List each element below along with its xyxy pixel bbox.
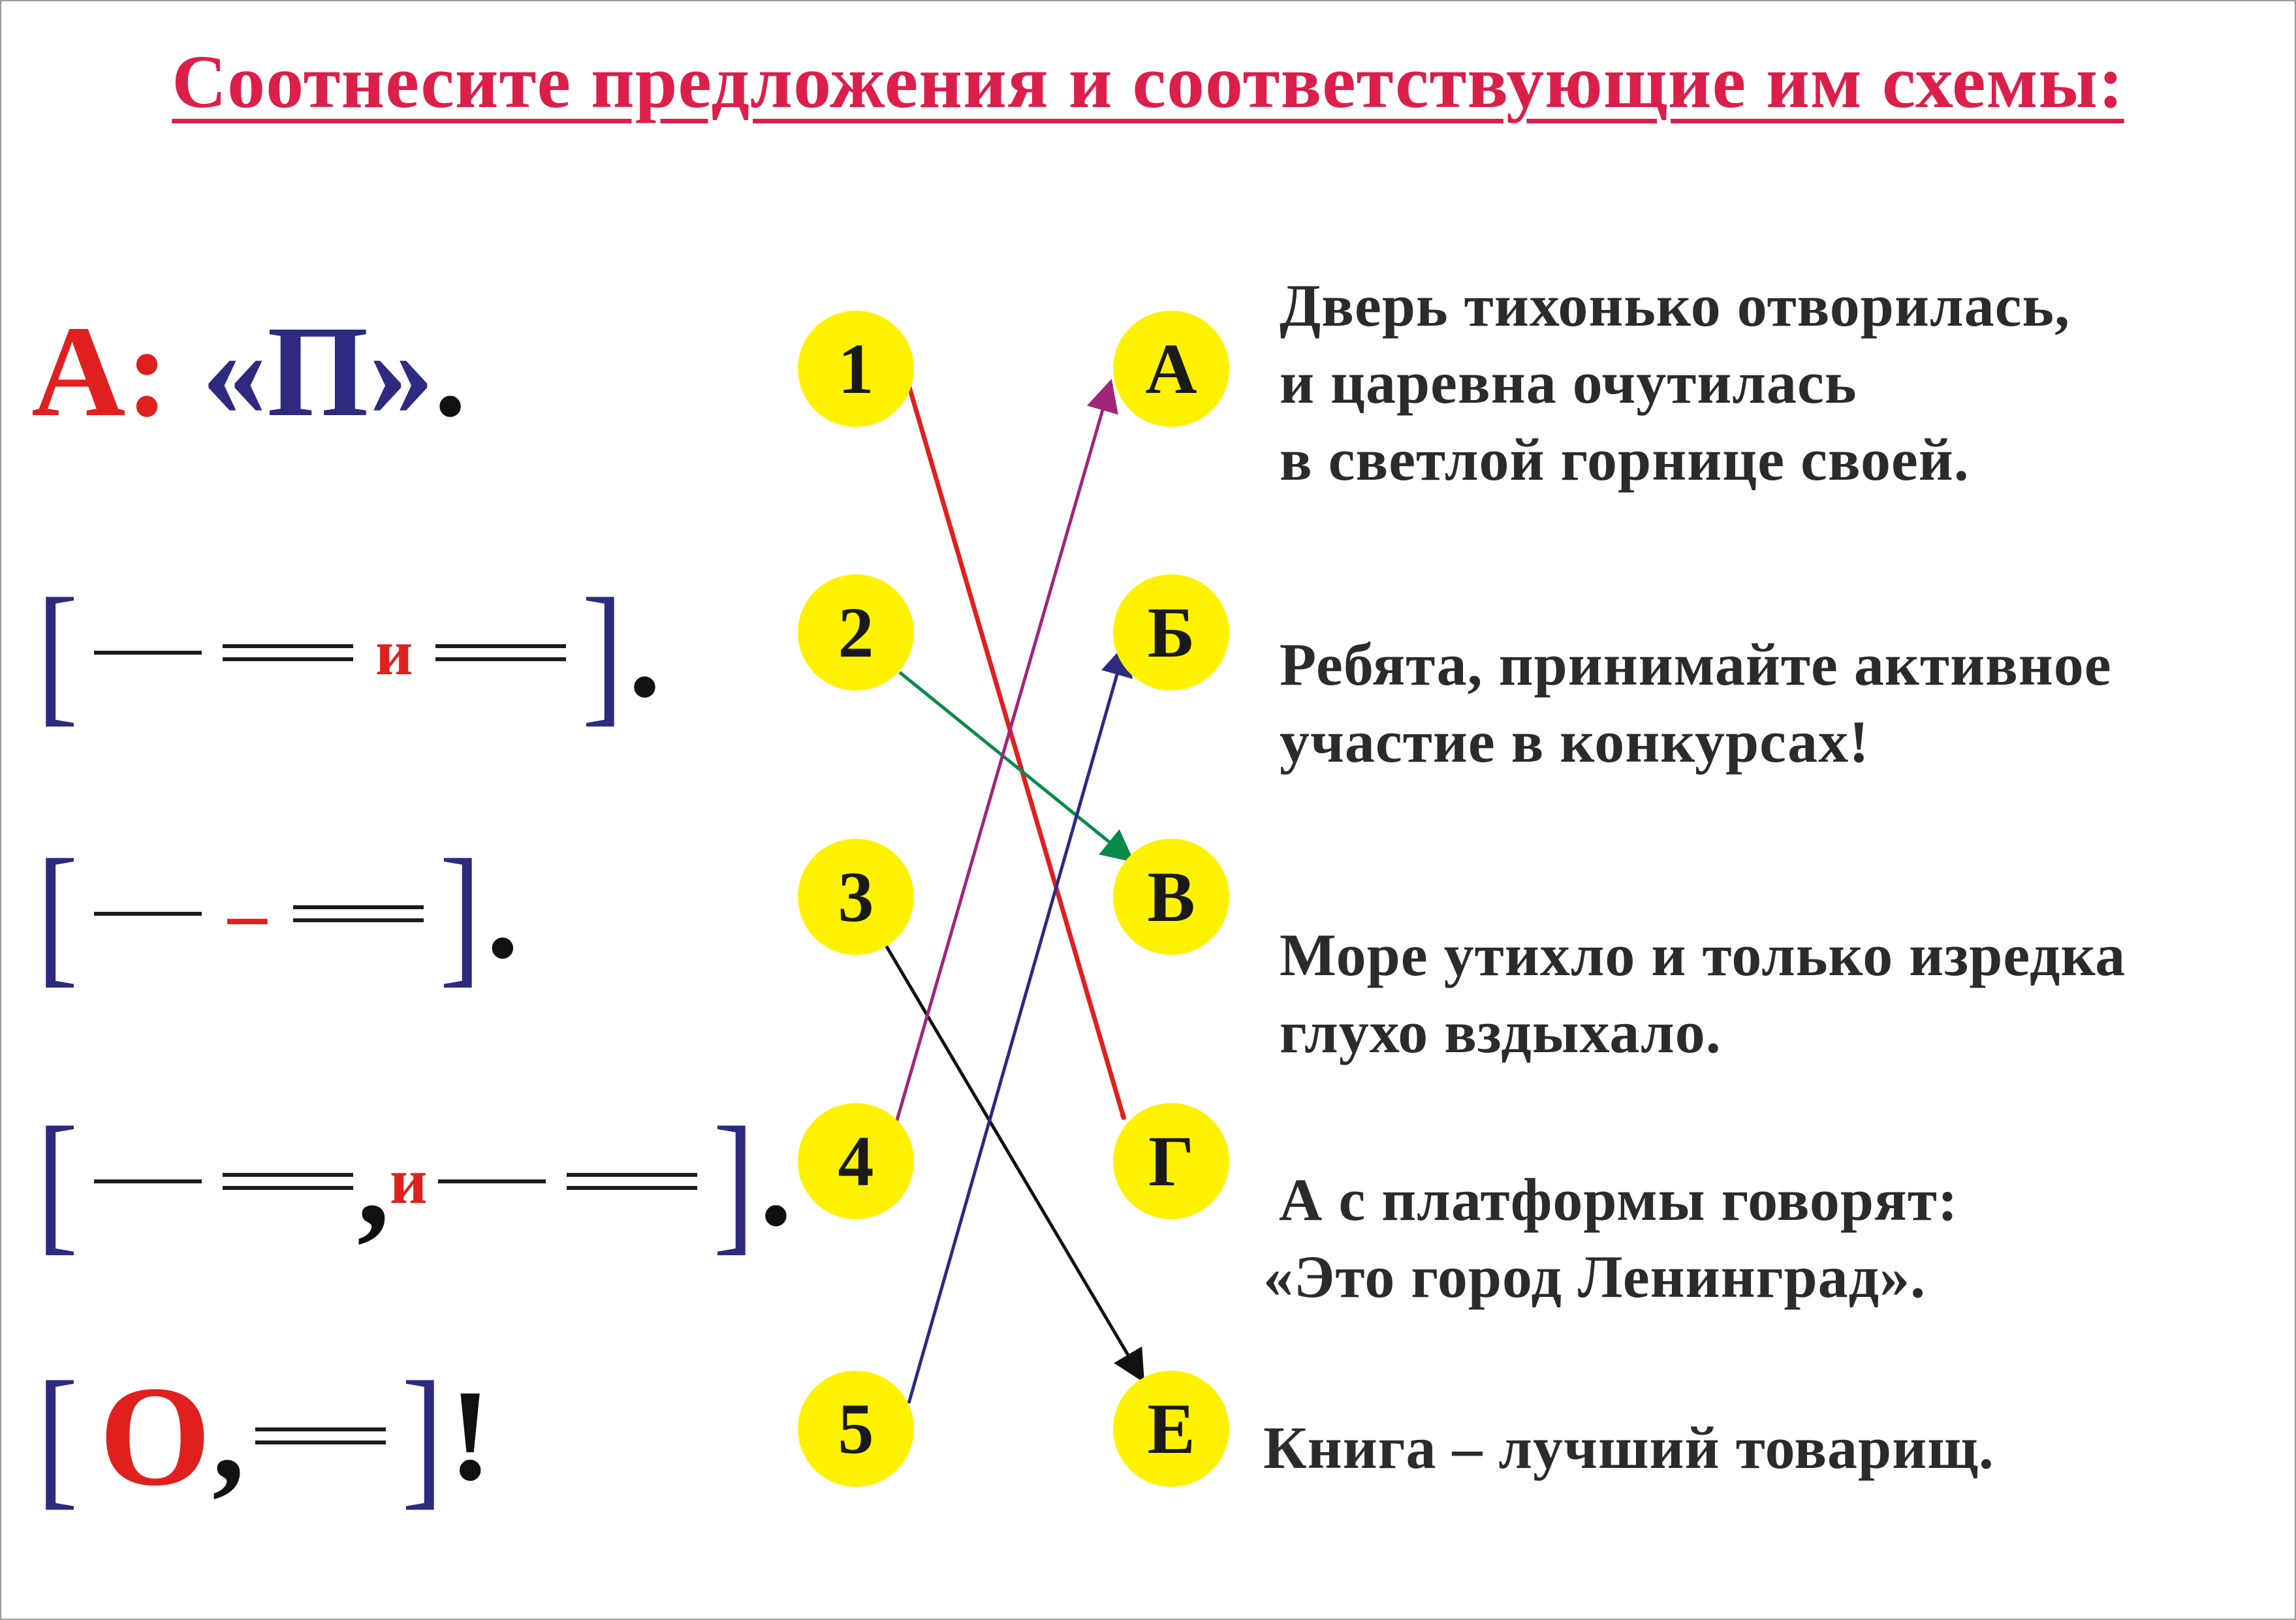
scheme-3: [–].	[31, 835, 519, 992]
letter-circle-b: Б	[1113, 574, 1229, 691]
number-circle-4: 4	[798, 1103, 914, 1219]
scheme-3-predicate-line	[292, 905, 424, 922]
scheme-1-colon: :	[125, 300, 170, 444]
sentence-b-line-2: участие в конкурсах!	[1280, 708, 1870, 775]
scheme-3-subject-line	[93, 912, 202, 916]
sentence-v-line-1: Море утихло и только изредка	[1280, 922, 2126, 988]
scheme-3-dash: –	[227, 870, 267, 957]
scheme-5-predicate-line	[255, 1427, 386, 1444]
number-circle-2: 2	[798, 574, 914, 691]
arrow-1-to-g	[906, 384, 1127, 1121]
scheme-4-close-bracket: ]	[712, 1095, 755, 1268]
scheme-4-open-bracket: [	[36, 1095, 78, 1268]
scheme-1-period: .	[433, 300, 467, 444]
scheme-2-conjunction: и	[375, 616, 413, 689]
letter-circle-a: А	[1113, 311, 1229, 427]
sentence-a-line-3: в светлой горнице своей.	[1280, 426, 1970, 493]
number-circle-5: 5	[798, 1371, 914, 1487]
sentence-a-line-2: и царевна очутилась	[1280, 349, 1857, 416]
arrow-3-to-e	[883, 942, 1145, 1383]
scheme-4: [,и].	[31, 1103, 792, 1260]
sentence-a-line-1: Дверь тихонько отворилась,	[1280, 272, 2071, 339]
letter-circle-e: Е	[1113, 1371, 1229, 1487]
scheme-2: [и].	[31, 574, 661, 731]
scheme-2-open-bracket: [	[36, 566, 78, 740]
scheme-2-predicate-line-2	[435, 644, 566, 661]
scheme-4-conjunction: и	[389, 1145, 428, 1217]
scheme-5-comma: ,	[212, 1363, 245, 1508]
sentence-b: Ребята, принимайте активное участие в ко…	[1280, 627, 2112, 781]
scheme-5-open-bracket: [	[36, 1349, 78, 1523]
arrow-5-to-b	[907, 643, 1133, 1404]
scheme-1-letter: А	[31, 300, 126, 444]
scheme-4-subject-line-2	[437, 1179, 546, 1183]
scheme-1-left-quote: «	[202, 300, 268, 444]
scheme-3-period: .	[486, 841, 519, 986]
sentence-b-line-1: Ребята, принимайте активное	[1280, 631, 2112, 698]
number-circle-3: 3	[798, 839, 914, 955]
scheme-1-p: П	[267, 300, 369, 444]
scheme-2-close-bracket: ]	[581, 566, 623, 740]
number-circle-1: 1	[798, 311, 914, 427]
scheme-1-right-quote: »	[368, 300, 434, 444]
letter-circle-g: Г	[1113, 1103, 1229, 1219]
letter-circle-v: В	[1113, 839, 1229, 955]
scheme-4-comma: ,	[356, 1109, 390, 1253]
scheme-4-predicate-line-2	[566, 1173, 697, 1190]
scheme-3-close-bracket: ]	[439, 827, 481, 1001]
sentence-g-line-2: «Это город Ленинград».	[1263, 1243, 1926, 1310]
sentence-e-line-1: Книга – лучший товарищ.	[1263, 1414, 1994, 1481]
sentence-g-line-1: А с платформы говорят:	[1263, 1166, 1958, 1233]
scheme-4-period: .	[759, 1109, 793, 1253]
scheme-4-predicate-line	[222, 1173, 353, 1190]
scheme-4-subject-line	[93, 1179, 202, 1183]
scheme-5: [О,]!	[31, 1358, 492, 1514]
arrow-4-to-a	[892, 379, 1118, 1130]
scheme-5-address: О	[99, 1356, 212, 1516]
sentence-v: Море утихло и только изредка глухо вздых…	[1280, 917, 2126, 1071]
scheme-3-open-bracket: [	[36, 827, 78, 1001]
scheme-2-subject-line	[93, 651, 202, 655]
scheme-2-period: .	[628, 580, 661, 724]
sentence-e: Книга – лучший товарищ.	[1263, 1410, 1994, 1487]
sentence-a: Дверь тихонько отворилась, и царевна очу…	[1280, 268, 2070, 498]
arrow-2-to-v	[898, 671, 1135, 863]
sentence-v-line-2: глухо вздыхало.	[1280, 998, 1722, 1065]
sentence-g: А с платформы говорят: «Это город Ленинг…	[1263, 1162, 1958, 1316]
page-title: Соотнесите предложения и соответствующие…	[172, 40, 2124, 124]
scheme-2-predicate-line	[222, 644, 353, 661]
scheme-1: А: «П».	[31, 307, 467, 437]
scheme-5-exclamation: !	[448, 1363, 492, 1508]
scheme-5-close-bracket: ]	[401, 1349, 443, 1523]
